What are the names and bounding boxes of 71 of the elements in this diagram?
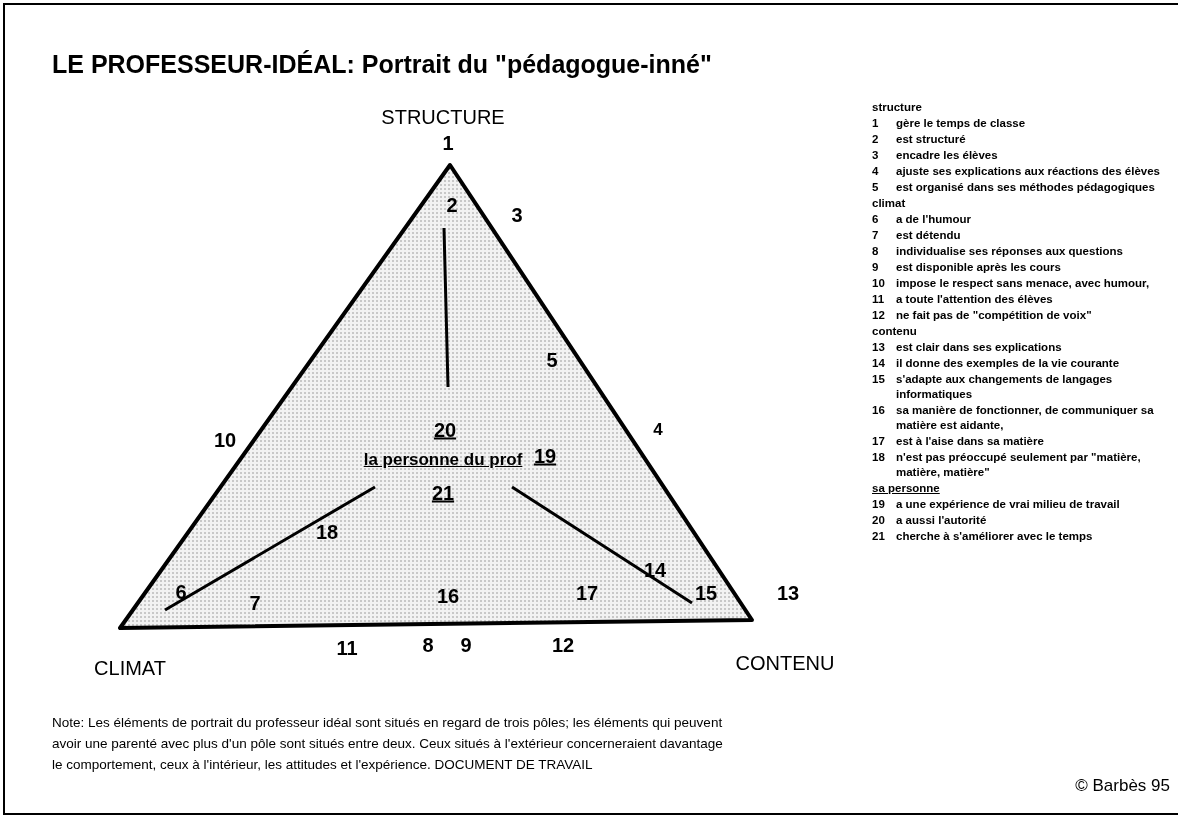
item-number: 12 bbox=[551, 633, 575, 657]
item-number: 21 bbox=[872, 529, 886, 544]
pole-label: CONTENU bbox=[735, 651, 835, 675]
item-number: 17 bbox=[872, 434, 886, 449]
item-number: 7 bbox=[249, 591, 261, 615]
item-text: impose le respect sans menace, avec humour, bbox=[896, 276, 1151, 291]
pole-label: STRUCTURE bbox=[381, 105, 505, 129]
item-text: est structuré bbox=[896, 132, 967, 147]
item-number: 16 bbox=[436, 584, 460, 608]
item-number: 5 bbox=[546, 348, 558, 372]
item-number: 9 bbox=[872, 260, 880, 275]
item-number: 15 bbox=[872, 372, 886, 387]
item-number: 11 bbox=[872, 292, 886, 307]
item-text: a de l'humour bbox=[896, 212, 972, 227]
item-text: gère le temps de classe bbox=[896, 116, 1027, 131]
item-number: 18 bbox=[315, 520, 339, 544]
item-number: 8 bbox=[872, 244, 880, 259]
pole-label: CLIMAT bbox=[94, 656, 166, 680]
item-text: a toute l'attention des élèves bbox=[896, 292, 1054, 307]
section-heading: contenu bbox=[872, 324, 918, 339]
item-number: 20 bbox=[433, 418, 457, 442]
item-number: 8 bbox=[422, 633, 434, 657]
item-text: a aussi l'autorité bbox=[896, 513, 988, 528]
section-heading: climat bbox=[872, 196, 907, 211]
center-label: la personne du prof bbox=[363, 450, 523, 470]
item-text: est détendu bbox=[896, 228, 962, 243]
note-text: Note: Les éléments de portrait du professeur idéal sont situés en regard de trois pôles; les éléments qui peuvent avoir une parenté avec plus d'un pôle sont situés entre deux. Ceux situés à l'extérieur concerneraient davantage le comportement, ceux à l'intérieur, les attitudes et l'expérience. DOCUMENT DE TRAVAIL bbox=[52, 714, 724, 774]
item-number: 5 bbox=[872, 180, 880, 195]
item-number: 16 bbox=[872, 403, 886, 418]
item-number: 3 bbox=[511, 203, 523, 227]
item-number: 1 bbox=[442, 131, 454, 155]
item-number: 6 bbox=[175, 580, 187, 604]
item-number: 1 bbox=[872, 116, 880, 131]
item-number: 3 bbox=[872, 148, 880, 163]
item-number: 11 bbox=[336, 636, 358, 660]
item-number: 2 bbox=[872, 132, 880, 147]
item-text: est disponible après les cours bbox=[896, 260, 1062, 275]
item-text: encadre les élèves bbox=[896, 148, 999, 163]
section-heading: structure bbox=[872, 100, 923, 115]
item-number: 19 bbox=[872, 497, 886, 512]
item-number: 6 bbox=[872, 212, 880, 227]
item-text: n'est pas préoccupé seulement par "matière, matière, matière" bbox=[896, 450, 1142, 480]
item-number: 10 bbox=[213, 428, 237, 452]
item-number: 12 bbox=[872, 308, 886, 323]
item-text: cherche à s'améliorer avec le temps bbox=[896, 529, 1094, 544]
item-number: 21 bbox=[431, 481, 455, 505]
item-number: 7 bbox=[872, 228, 880, 243]
title: LE PROFESSEUR-IDÉAL: Portrait du "pédagogue-inné" bbox=[52, 50, 712, 79]
item-text: est clair dans ses explications bbox=[896, 340, 1063, 355]
item-number: 9 bbox=[460, 633, 472, 657]
section-heading: sa personne bbox=[872, 481, 941, 496]
item-number: 17 bbox=[575, 581, 599, 605]
copyright-text: © Barbès 95 bbox=[1075, 776, 1170, 796]
item-number: 10 bbox=[872, 276, 886, 291]
item-number: 4 bbox=[653, 420, 663, 440]
item-number: 15 bbox=[694, 581, 718, 605]
item-number: 19 bbox=[533, 444, 557, 468]
item-text: ajuste ses explications aux réactions des élèves bbox=[896, 164, 1161, 179]
item-number: 4 bbox=[872, 164, 880, 179]
item-text: ne fait pas de "compétition de voix" bbox=[896, 308, 1093, 323]
item-number: 20 bbox=[872, 513, 886, 528]
item-number: 14 bbox=[872, 356, 886, 371]
item-number: 18 bbox=[872, 450, 886, 465]
item-number: 13 bbox=[776, 581, 800, 605]
item-text: est à l'aise dans sa matière bbox=[896, 434, 1045, 449]
item-number: 13 bbox=[872, 340, 886, 355]
item-text: est organisé dans ses méthodes pédagogiques bbox=[896, 180, 1156, 195]
item-text: a une expérience de vrai milieu de travail bbox=[896, 497, 1121, 512]
item-text: individualise ses réponses aux questions bbox=[896, 244, 1124, 259]
item-number: 2 bbox=[446, 193, 458, 217]
item-text: il donne des exemples de la vie courante bbox=[896, 356, 1121, 371]
